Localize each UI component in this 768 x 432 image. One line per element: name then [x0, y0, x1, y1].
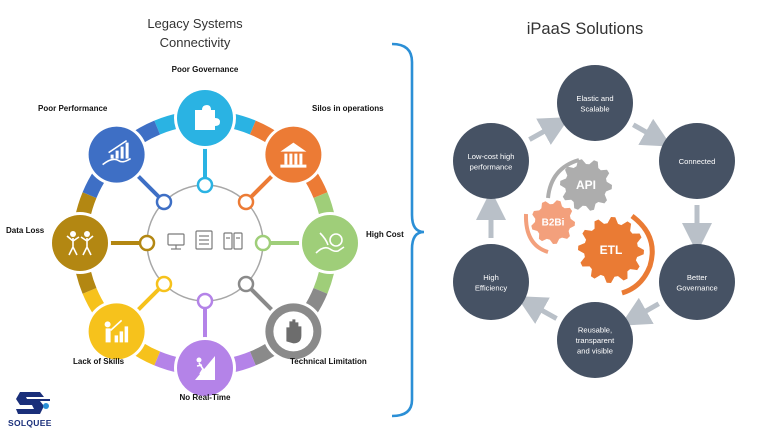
ipaas-title: iPaaS Solutions	[526, 20, 644, 38]
node-label: No Real-Time	[180, 393, 232, 402]
cycle-node-circle	[557, 65, 633, 141]
cycle-node: Connected	[659, 123, 735, 199]
cycle-arrow	[620, 297, 660, 326]
gear-label: API	[576, 178, 596, 192]
bracket	[391, 42, 425, 418]
cycle-node-label: Efficiency	[475, 283, 508, 292]
node-label: Technical Limitation	[290, 357, 367, 366]
falling-person-icon	[195, 356, 215, 380]
cycle-node-label: transparent	[576, 336, 615, 345]
hub-dots	[138, 176, 272, 310]
hub-dot	[155, 193, 173, 211]
puzzle-icon	[195, 105, 220, 130]
gear-label: ETL	[600, 243, 623, 257]
legacy-title-line2: Connectivity	[159, 35, 231, 50]
node-label: Poor Performance	[38, 104, 108, 113]
confused-people-node	[52, 215, 108, 271]
solquee-logo	[16, 392, 50, 414]
outer-nodes	[49, 87, 361, 399]
cycle-node-label: Reusable,	[578, 326, 612, 335]
etl-gear	[578, 217, 644, 283]
api-gear	[560, 159, 612, 211]
presenter-chart-icon	[104, 319, 129, 343]
cycle-node-label: Scalable	[580, 104, 609, 113]
node-label: High Cost	[366, 230, 404, 239]
legacy-title-line1: Legacy Systems	[147, 16, 243, 31]
cycle-node-label: Governance	[676, 283, 717, 292]
node-label: Poor Governance	[172, 65, 239, 74]
cycle-node: Reusable,transparent and visible	[557, 302, 633, 378]
cycle-node-circle	[453, 244, 529, 320]
node-label: Silos in operations	[312, 104, 384, 113]
confused-people-icon	[66, 231, 94, 256]
cycle-node-circle	[453, 123, 529, 199]
api-arc	[546, 158, 580, 199]
hand-coin-icon	[315, 232, 345, 254]
cycle-node-label: Elastic and	[576, 94, 613, 103]
cycle-node-label: Connected	[679, 157, 716, 166]
cycle-node-circle	[659, 123, 735, 199]
hub-dot	[155, 275, 173, 293]
ipaas-cycle: Elastic andScalableConnectedBetterGovern…	[453, 65, 735, 378]
cycle-arrow	[632, 118, 672, 147]
brand-name: SOLQUEE	[8, 418, 52, 428]
cycle-arrow	[516, 296, 558, 324]
cycle-arrows	[476, 117, 712, 326]
node-label: Lack of Skills	[73, 357, 125, 366]
cycle-node-label: High	[483, 273, 499, 282]
b2bi-gear	[531, 200, 575, 244]
cycle-node-label: and visible	[577, 347, 613, 356]
cycle-node-circle	[659, 244, 735, 320]
cycle-arrow	[528, 117, 570, 145]
computer-servers-icon	[167, 230, 243, 250]
etl-arc	[621, 213, 655, 296]
b2bi-arc	[523, 213, 549, 254]
building-icon	[280, 142, 307, 168]
hub-dot	[196, 176, 214, 194]
stop-hand-icon	[273, 311, 314, 352]
hub-dot	[237, 275, 255, 293]
cycle-node-label: Better	[687, 273, 708, 282]
cycle-node-circle	[557, 302, 633, 378]
legacy-title: Legacy Systems Connectivity	[100, 14, 290, 52]
hub-dot	[237, 193, 255, 211]
hub-dot	[196, 292, 214, 310]
presenter-chart-node	[88, 303, 145, 360]
hub-dot	[138, 234, 156, 252]
hub-dot	[254, 234, 272, 252]
node-label: Data Loss	[6, 226, 45, 235]
cycle-node-label: performance	[470, 162, 513, 171]
gear-label: B2Bi	[542, 217, 565, 228]
building-node	[265, 126, 322, 183]
cycle-node-label: Low-cost high	[468, 152, 515, 161]
cycle-nodes: Elastic andScalableConnectedBetterGovern…	[453, 65, 735, 378]
hand-growth-chart-icon	[102, 139, 132, 166]
